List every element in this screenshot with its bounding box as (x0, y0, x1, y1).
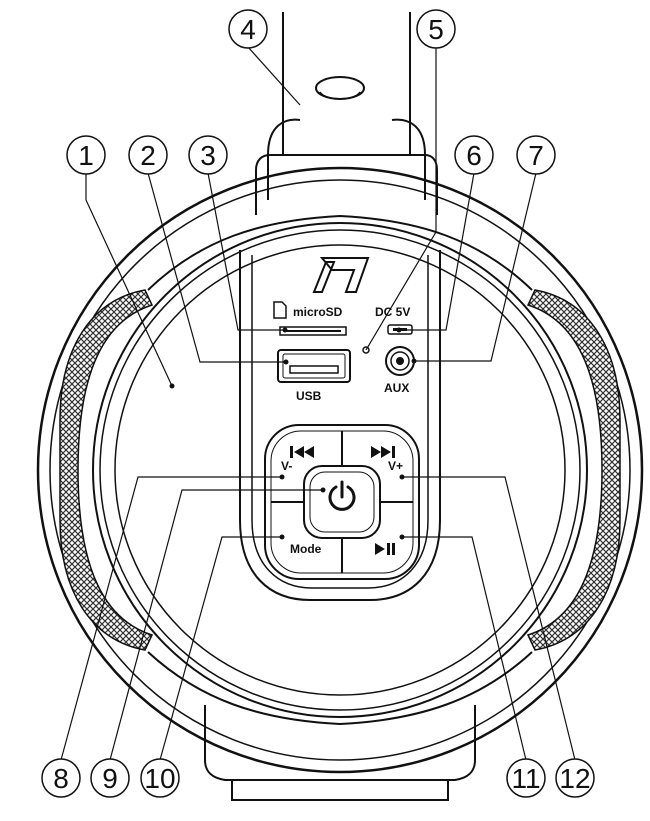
volume-down-label[interactable]: V- (281, 459, 292, 473)
callout-12: 12 (555, 758, 595, 798)
svg-text:1: 1 (78, 140, 94, 171)
dc-label: DC 5V (375, 305, 410, 319)
callout-5: 5 (416, 9, 456, 49)
callout-11: 11 (506, 758, 546, 798)
left-speaker-grille (59, 289, 154, 651)
callout-2: 2 (128, 135, 168, 175)
play-pause-icon[interactable] (375, 543, 395, 555)
aux-label: AUX (384, 381, 409, 395)
callout-3: 3 (188, 135, 228, 175)
callout-1: 1 (66, 135, 106, 175)
svg-text:12: 12 (559, 763, 590, 794)
usb-label: USB (296, 389, 322, 403)
svg-text:2: 2 (140, 140, 156, 171)
svg-text:3: 3 (200, 140, 216, 171)
svg-text:11: 11 (511, 763, 540, 794)
mode-label[interactable]: Mode (290, 542, 322, 556)
callout-9: 9 (90, 758, 130, 798)
callout-4: 4 (228, 9, 268, 49)
svg-text:10: 10 (144, 763, 175, 794)
power-button[interactable] (303, 465, 381, 539)
svg-text:5: 5 (428, 14, 444, 45)
svg-text:7: 7 (528, 140, 544, 171)
leader-lines (60, 46, 576, 761)
speaker-body (36, 166, 644, 801)
callout-10: 10 (140, 758, 180, 798)
usb-port[interactable]: USB (277, 349, 351, 403)
aux-jack[interactable]: AUX (384, 346, 415, 395)
callout-8: 8 (41, 758, 81, 798)
svg-text:4: 4 (240, 14, 256, 45)
svg-text:6: 6 (466, 140, 482, 171)
carry-strap (255, 12, 438, 215)
sd-card-icon (273, 301, 287, 319)
svg-text:8: 8 (53, 763, 69, 794)
callout-7: 7 (516, 135, 556, 175)
brand-logo-icon (312, 257, 370, 293)
svg-text:9: 9 (102, 763, 118, 794)
microsd-label: microSD (293, 305, 343, 319)
microsd-slot[interactable]: microSD (273, 301, 347, 336)
power-icon (328, 480, 356, 511)
control-panel (239, 250, 441, 601)
front-ring (92, 222, 588, 718)
previous-track-icon[interactable] (290, 446, 314, 458)
volume-up-label[interactable]: V+ (388, 459, 403, 473)
right-speaker-grille (526, 289, 621, 651)
next-track-icon[interactable] (371, 446, 395, 458)
callout-6: 6 (454, 135, 494, 175)
